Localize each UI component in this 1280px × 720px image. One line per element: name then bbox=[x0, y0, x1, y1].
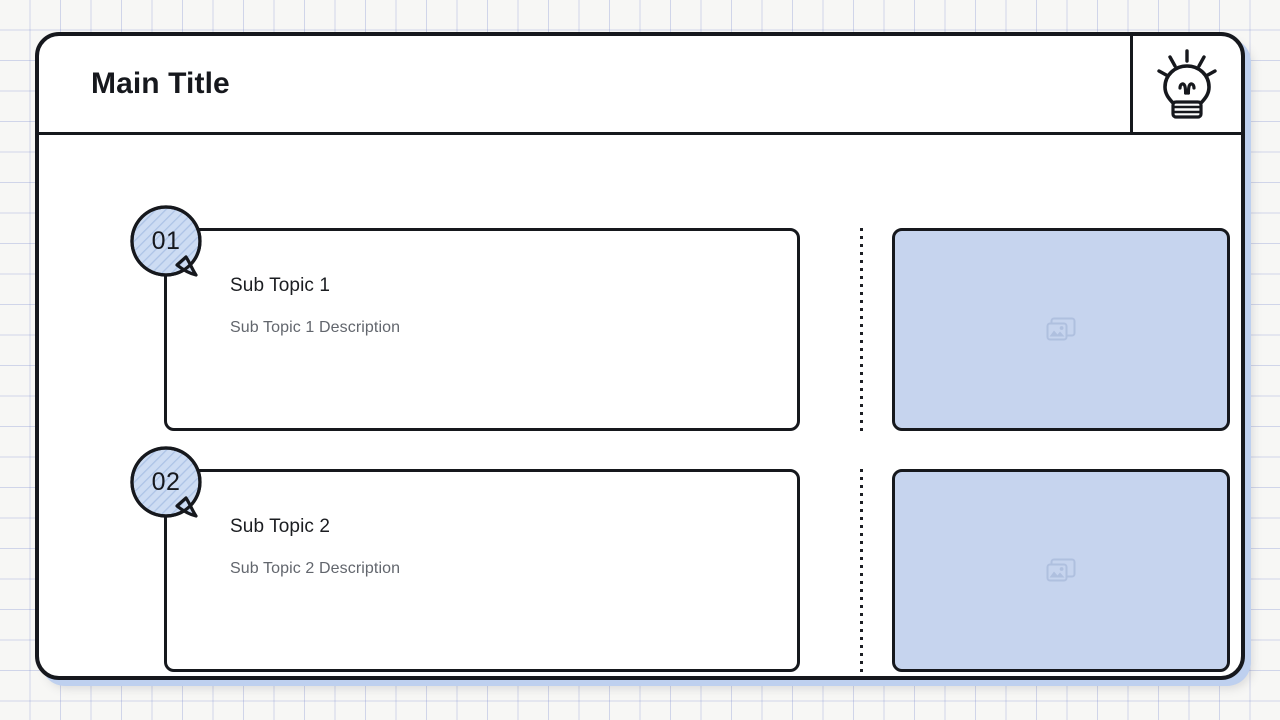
topic-image-placeholder[interactable] bbox=[892, 228, 1230, 431]
image-placeholder-icon bbox=[1046, 558, 1076, 584]
topic-card[interactable]: Sub Topic 2 Sub Topic 2 Description bbox=[164, 469, 800, 672]
column-divider bbox=[860, 228, 863, 431]
column-divider bbox=[860, 469, 863, 672]
topic-image-placeholder[interactable] bbox=[892, 469, 1230, 672]
topic-number-badge: 02 bbox=[130, 446, 210, 526]
page-title: Main Title bbox=[91, 67, 230, 100]
slide-frame: Main Title bbox=[35, 32, 1245, 680]
topic-description: Sub Topic 2 Description bbox=[230, 560, 401, 577]
topic-number-badge: 01 bbox=[130, 205, 210, 285]
topic-card[interactable]: Sub Topic 1 Sub Topic 1 Description bbox=[164, 228, 800, 431]
lightbulb-icon bbox=[1156, 48, 1218, 120]
slide-header: Main Title bbox=[39, 36, 1241, 135]
topic-row: Sub Topic 1 Sub Topic 1 Description bbox=[39, 205, 1241, 431]
header-icon-zone bbox=[1133, 36, 1241, 132]
topic-title: Sub Topic 2 bbox=[230, 516, 331, 537]
topic-title: Sub Topic 1 bbox=[230, 275, 331, 296]
topic-description: Sub Topic 1 Description bbox=[230, 319, 401, 336]
image-placeholder-icon bbox=[1046, 317, 1076, 343]
topic-text-block: Sub Topic 2 Sub Topic 2 Description bbox=[230, 516, 779, 578]
topic-text-block: Sub Topic 1 Sub Topic 1 Description bbox=[230, 275, 779, 337]
header-title-zone: Main Title bbox=[39, 36, 1133, 132]
topic-number-label: 01 bbox=[151, 226, 181, 255]
topic-row: Sub Topic 2 Sub Topic 2 Description bbox=[39, 446, 1241, 672]
slide-body: Sub Topic 1 Sub Topic 1 Description bbox=[39, 135, 1241, 676]
topic-content-wrap: Sub Topic 1 Sub Topic 1 Description bbox=[130, 205, 800, 431]
topic-content-wrap: Sub Topic 2 Sub Topic 2 Description bbox=[130, 446, 800, 672]
topic-number-label: 02 bbox=[151, 467, 181, 496]
